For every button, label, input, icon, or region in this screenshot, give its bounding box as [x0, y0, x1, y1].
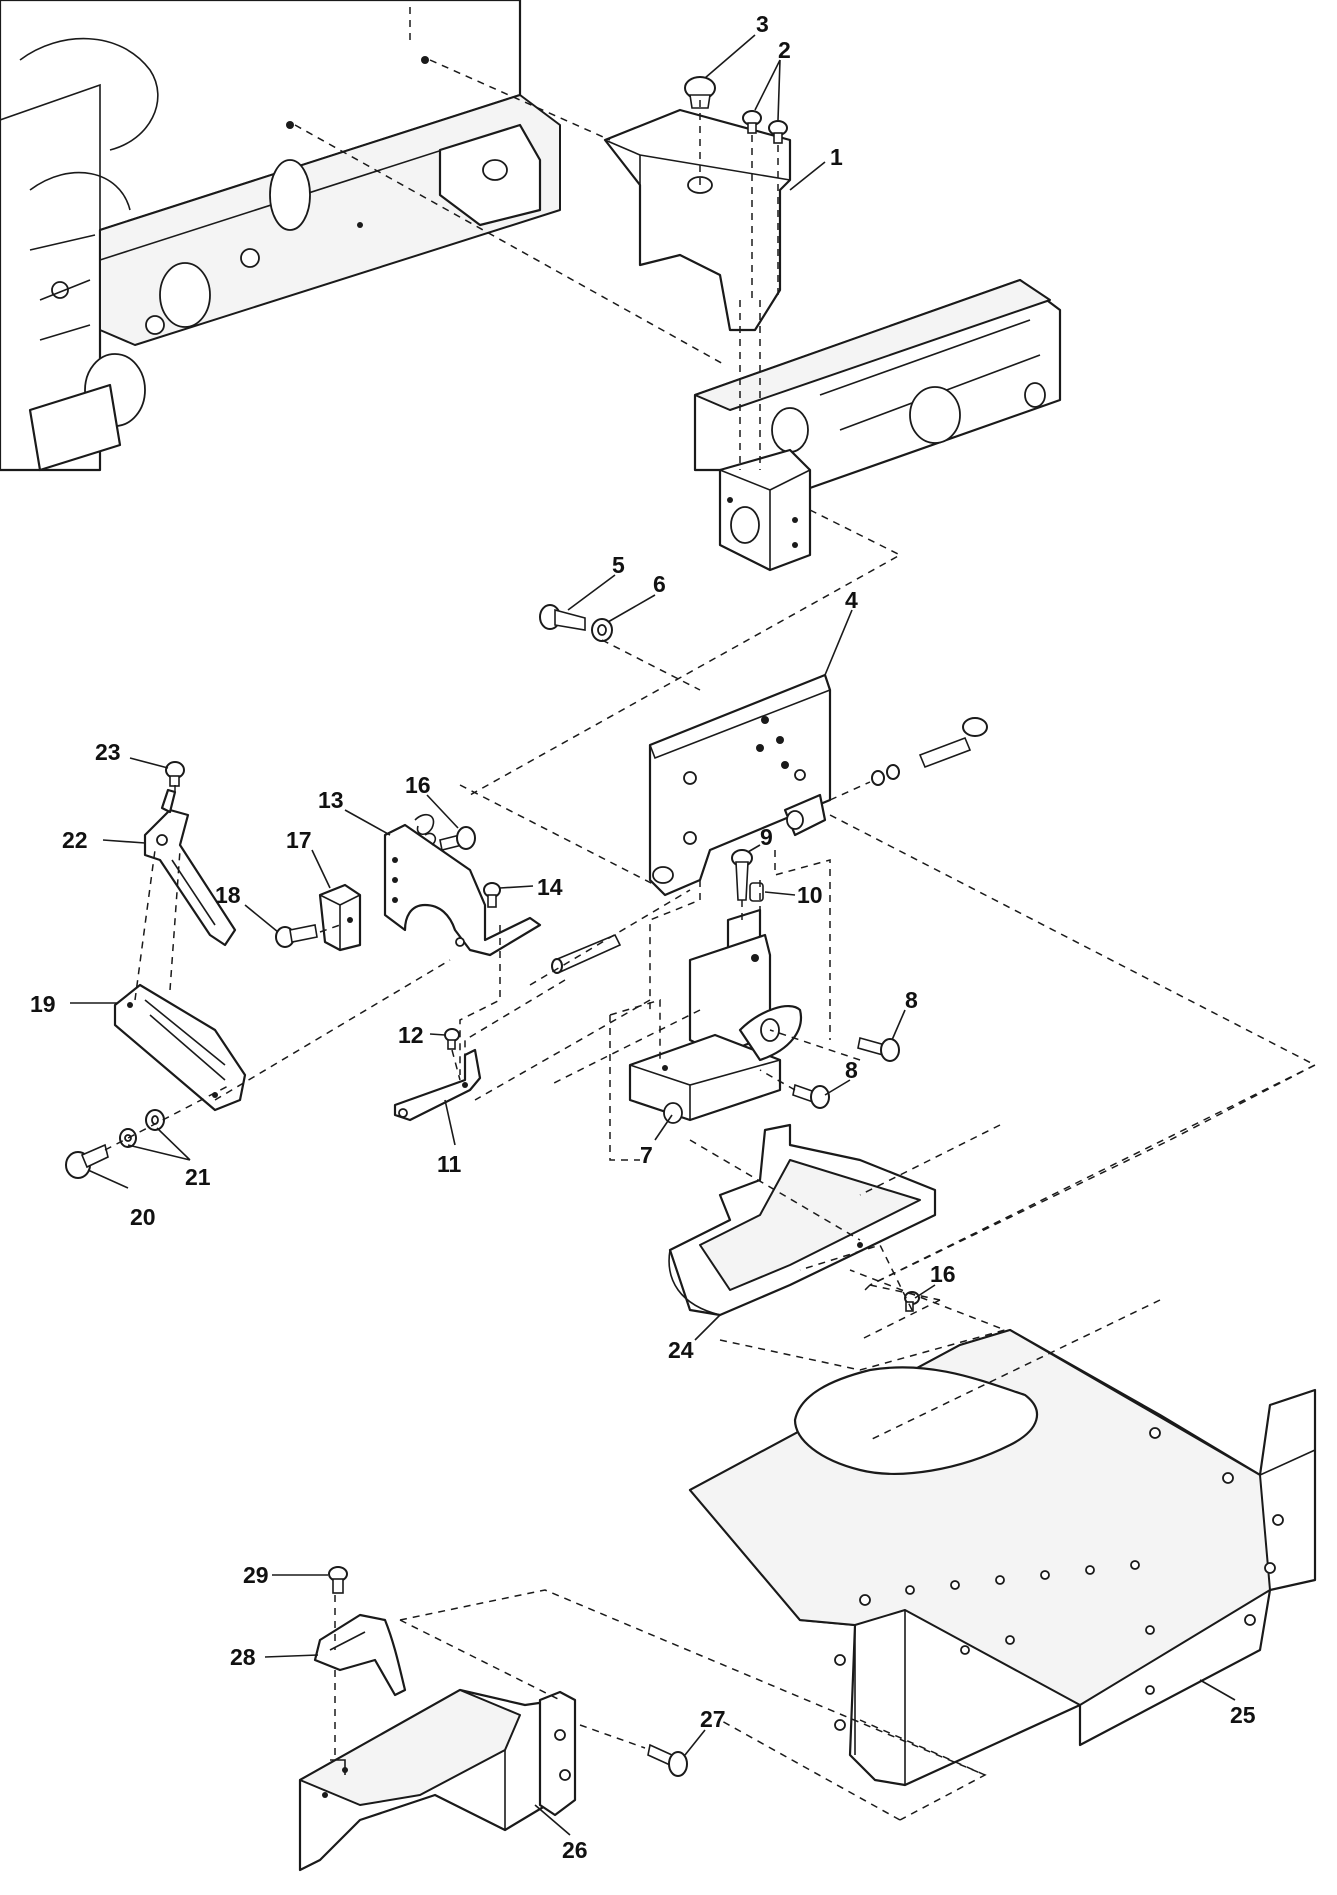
- part-25-base-cover: [688, 1328, 1317, 1787]
- part-16-screw-lower: [904, 1291, 920, 1312]
- part-10-setscrew: [749, 882, 764, 902]
- part-2-screws: [742, 110, 788, 144]
- part-14-screw: [483, 882, 501, 908]
- part-17-block: [318, 883, 362, 952]
- callout-21: 21: [185, 1164, 211, 1190]
- callout-10: 10: [797, 882, 823, 908]
- part-21-washers: [119, 1109, 165, 1148]
- callout-14: 14: [537, 874, 563, 900]
- pin: [551, 933, 622, 974]
- callout-25: 25: [1230, 1702, 1256, 1728]
- part-13-bracket: [383, 823, 542, 957]
- part-23-screw: [165, 761, 185, 787]
- callout-26: 26: [562, 1837, 588, 1863]
- part-24-tray: [668, 1123, 937, 1317]
- part-8-screw-lower: [792, 1083, 830, 1109]
- part-19-guide-plate: [113, 983, 247, 1112]
- part-1-top-cover: [603, 108, 792, 332]
- callout-23: 23: [95, 739, 121, 765]
- callout-7: 7: [640, 1142, 653, 1168]
- spring-washer: [414, 813, 437, 846]
- part-16-screw-upper: [439, 826, 476, 851]
- part-18-screw: [275, 924, 318, 948]
- machine-frame: [0, 0, 561, 472]
- part-12-screw: [444, 1028, 460, 1050]
- callout-19: 19: [30, 991, 56, 1017]
- part-8-screw-upper: [857, 1036, 900, 1062]
- part-6-washer: [591, 618, 613, 642]
- plate-side-screw: [871, 717, 988, 786]
- callout-29: 29: [243, 1562, 269, 1588]
- callout-6: 6: [653, 571, 666, 597]
- callout-1: 1: [830, 144, 843, 170]
- callout-11: 11: [437, 1151, 462, 1177]
- part-4-plate: [648, 673, 832, 897]
- assembly-lines: [104, 0, 1317, 1821]
- callout-24: 24: [668, 1337, 694, 1363]
- callout-8-upper: 8: [905, 987, 918, 1013]
- callout-16-upper: 16: [405, 772, 431, 798]
- callout-22: 22: [62, 827, 88, 853]
- callout-4: 4: [845, 587, 858, 613]
- callout-2: 2: [778, 37, 791, 63]
- part-26-bracket: [298, 1688, 577, 1872]
- callout-18: 18: [215, 882, 241, 908]
- part-28-plate: [313, 1613, 407, 1697]
- arm-housing: [693, 278, 1062, 572]
- callout-13: 13: [318, 787, 344, 813]
- callout-3: 3: [756, 11, 769, 37]
- part-20-screw: [65, 1143, 109, 1179]
- callout-17: 17: [286, 827, 312, 853]
- callout-20: 20: [130, 1204, 156, 1230]
- callout-8-lower: 8: [845, 1057, 858, 1083]
- part-3-plug: [684, 76, 716, 109]
- callout-labels: 1 2 3 4 5 6 7 8 8 9 10 11 12 13 14 16 16…: [30, 11, 1256, 1863]
- callout-12: 12: [398, 1022, 424, 1048]
- part-27-screw: [647, 1743, 688, 1777]
- leader-lines: [70, 34, 1236, 1836]
- callout-9: 9: [760, 824, 773, 850]
- part-22-lever: [143, 788, 237, 947]
- callout-5: 5: [612, 552, 625, 578]
- part-9-bolt: [731, 849, 753, 901]
- callout-27: 27: [700, 1706, 726, 1732]
- part-5-screw: [539, 604, 586, 631]
- part-29-screw: [328, 1566, 348, 1594]
- part-7-block: [628, 908, 803, 1124]
- callout-16-lower: 16: [930, 1261, 956, 1287]
- callout-28: 28: [230, 1644, 256, 1670]
- part-11-link: [393, 1048, 482, 1122]
